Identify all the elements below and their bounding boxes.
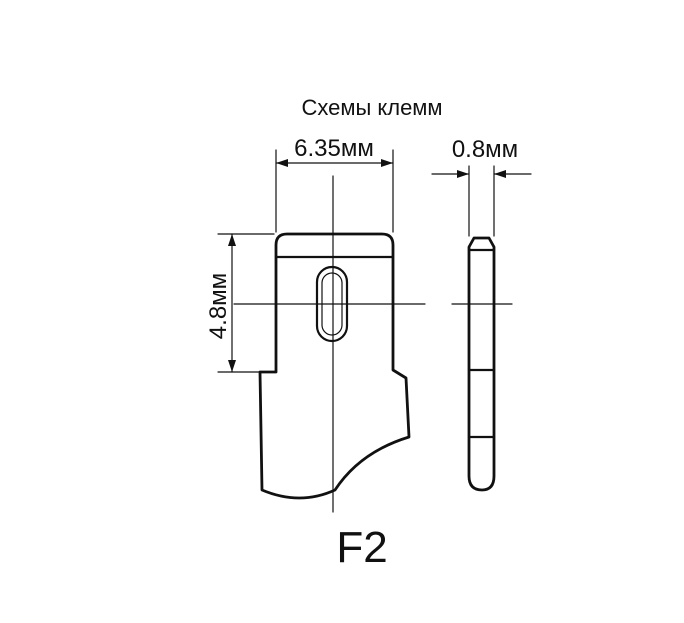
thickness-label: 0.8мм xyxy=(452,136,518,163)
thickness-dimension: 0.8мм xyxy=(431,136,532,237)
terminal-code-label: F2 xyxy=(336,523,387,572)
side-outline xyxy=(467,236,496,492)
width-arrow-left xyxy=(276,159,288,167)
terminal-side-view xyxy=(451,236,513,492)
terminal-front-view xyxy=(233,175,426,513)
width-arrow-right xyxy=(381,159,393,167)
width-label: 6.35мм xyxy=(294,135,374,162)
height-label: 4.8мм xyxy=(205,273,232,339)
height-arrow-bottom xyxy=(228,360,236,372)
diagram-title: Схемы клемм xyxy=(301,95,442,120)
height-dimension: 4.8мм xyxy=(205,233,275,373)
height-arrow-top xyxy=(228,234,236,246)
terminal-outline xyxy=(258,232,411,500)
thickness-arrow-right xyxy=(494,170,506,178)
thickness-arrow-left xyxy=(457,170,469,178)
width-dimension: 6.35мм xyxy=(275,135,394,233)
